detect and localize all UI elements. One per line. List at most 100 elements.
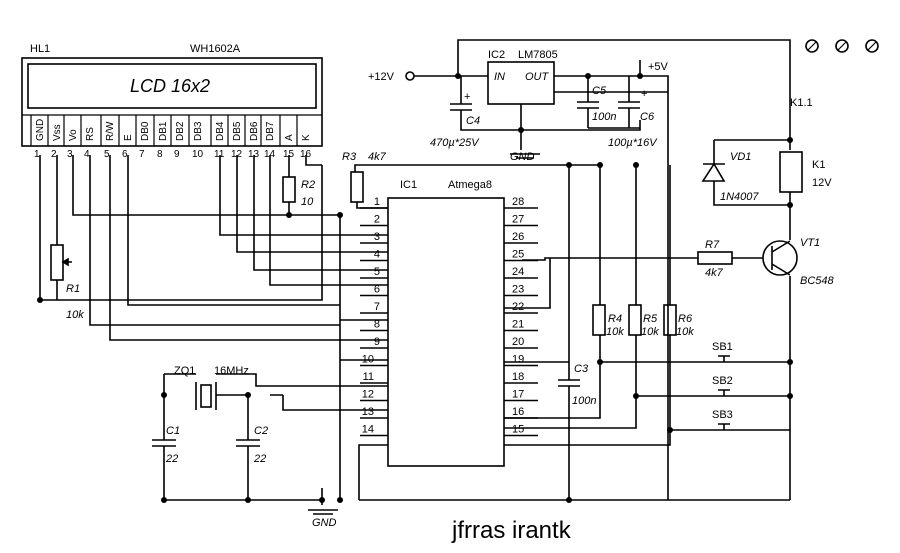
ground-symbol: [308, 509, 338, 515]
diode-vd1: VD1 1N4007: [701, 151, 759, 203]
button-sb3: SB3: [703, 409, 746, 431]
vd1-ref: VD1: [730, 151, 751, 163]
capacitor-c3: C3 100n: [558, 363, 596, 407]
mcu-body: [387, 197, 505, 467]
lcd-pin-label: DB3: [193, 121, 204, 141]
mcu-left-pin-number: 1: [374, 196, 380, 208]
c3-ref: C3: [574, 363, 589, 375]
watermark-text: jfrras irantk: [451, 517, 572, 544]
ground-label: GND: [312, 517, 337, 529]
c3-value: 100n: [572, 395, 596, 407]
mcu-left-pin-number: 2: [374, 214, 380, 226]
c4-plus: +: [464, 91, 470, 103]
resistor-r3: R3 4k7: [342, 151, 387, 203]
terminal-2: [835, 39, 849, 53]
lcd-body: [21, 57, 323, 147]
mcu-left-pin-number: 11: [363, 371, 374, 383]
sb3-label: SB3: [712, 409, 733, 421]
r3-value: 4k7: [368, 151, 387, 163]
mcu-right-pin-number: 27: [512, 214, 524, 226]
lcd-pin-label: DB7: [265, 121, 276, 141]
lcd-pin-label: Vss: [52, 124, 63, 141]
reg-gnd-label: GND: [510, 151, 535, 163]
c6-value: 100µ*16V: [608, 137, 658, 149]
vt1-ref: VT1: [800, 237, 820, 249]
zq1-value: 16MHz: [214, 365, 249, 377]
relay-coil: [779, 151, 803, 193]
lcd-pin-number: 3: [67, 149, 73, 160]
r7-value: 4k7: [705, 267, 724, 279]
c6-plus: +: [641, 88, 647, 100]
r1-ref: R1: [66, 283, 80, 295]
mcu-right-pin-number: 16: [512, 406, 524, 418]
transistor-vt1: VT1 BC548: [762, 237, 835, 287]
capacitor-c2: C2 22: [236, 425, 268, 465]
mcu-left-pin-number: 12: [362, 389, 374, 401]
relay-voltage: 12V: [812, 177, 832, 189]
lcd-pin-number: 11: [214, 149, 225, 160]
lcd-pin-label: DB5: [232, 121, 243, 141]
crystal-zq1: ZQ1 16MHz: [174, 365, 249, 410]
terminal-3: [865, 39, 879, 53]
reg-model: LM7805: [518, 49, 558, 61]
vd1-model: 1N4007: [720, 191, 759, 203]
lcd-pin-label: RS: [85, 127, 96, 141]
lcd-pin-label: DB0: [140, 121, 151, 141]
resistor-r2: R2 10: [282, 176, 315, 208]
mcu-right-pin-number: 28: [512, 196, 524, 208]
c6-ref: C6: [640, 111, 655, 123]
regulator-lm7805: IC2 LM7805 IN OUT GND: [487, 49, 558, 163]
mcu-left-pin-number: 7: [374, 301, 380, 313]
c4-value: 470µ*25V: [430, 137, 480, 149]
mcu-right-pin-number: 25: [512, 249, 524, 261]
mcu-right-pin-number: 18: [512, 371, 524, 383]
sb1-label: SB1: [712, 341, 733, 353]
capacitor-c4: + C4 470µ*25V: [430, 76, 480, 149]
lcd-pin-number: 6: [122, 149, 128, 160]
c2-value: 22: [253, 453, 266, 465]
c1-ref: C1: [166, 425, 180, 437]
resistor-r4: R4 10k: [592, 304, 624, 338]
resistor-r5: R5 10k: [628, 304, 659, 338]
lcd-pin-number: 16: [300, 149, 312, 160]
mcu-left-pin-number: 3: [374, 231, 380, 243]
vt1-model: BC548: [800, 275, 835, 287]
mcu-left-pin-number: 4: [374, 249, 380, 261]
r7-ref: R7: [705, 239, 720, 251]
capacitor-c5: C5 100n: [577, 76, 616, 128]
lcd-pin-label: DB2: [175, 121, 186, 141]
r4-ref: R4: [608, 313, 622, 325]
c1-value: 22: [165, 453, 178, 465]
mcu-right-pin-number: 22: [512, 301, 524, 313]
mcu-right-pin-number: 23: [512, 284, 524, 296]
zq1-ref: ZQ1: [174, 365, 195, 377]
lcd-pin-number: 4: [84, 149, 90, 160]
c4-ref: C4: [466, 115, 480, 127]
button-sb2: SB2: [703, 375, 746, 397]
sb2-label: SB2: [712, 375, 733, 387]
mcu-atmega8: IC1 Atmega8 1234567891011121314282726252…: [360, 179, 538, 467]
mcu-right-pin-number: 19: [512, 354, 524, 366]
r6-value: 10k: [676, 326, 694, 338]
r2-value: 10: [301, 196, 314, 208]
lcd-pin-label: K: [301, 134, 312, 141]
lcd-model: WH1602A: [190, 43, 241, 55]
terminal-1: [805, 39, 819, 53]
lcd-pin-label: DB1: [158, 121, 169, 141]
lcd-module: HL1 WH1602A LCD 16x2 GND1Vss2Vo3RS4R/W5E…: [21, 43, 323, 160]
relay-contact-label: K1.1: [790, 97, 813, 109]
lcd-pin-label: DB4: [215, 121, 226, 141]
mcu-left-pin-number: 5: [374, 266, 380, 278]
vin-terminal: [405, 71, 415, 81]
c2-ref: C2: [254, 425, 268, 437]
lcd-pin-label: Vo: [68, 129, 79, 141]
lcd-pin-label: A: [284, 134, 295, 141]
junctions: [37, 73, 793, 503]
r3-ref: R3: [342, 151, 357, 163]
mcu-left-pin-number: 13: [362, 406, 374, 418]
r2-ref: R2: [301, 179, 315, 191]
r6-ref: R6: [678, 313, 693, 325]
reg-out-label: OUT: [525, 71, 550, 83]
c5-value: 100n: [592, 111, 616, 123]
